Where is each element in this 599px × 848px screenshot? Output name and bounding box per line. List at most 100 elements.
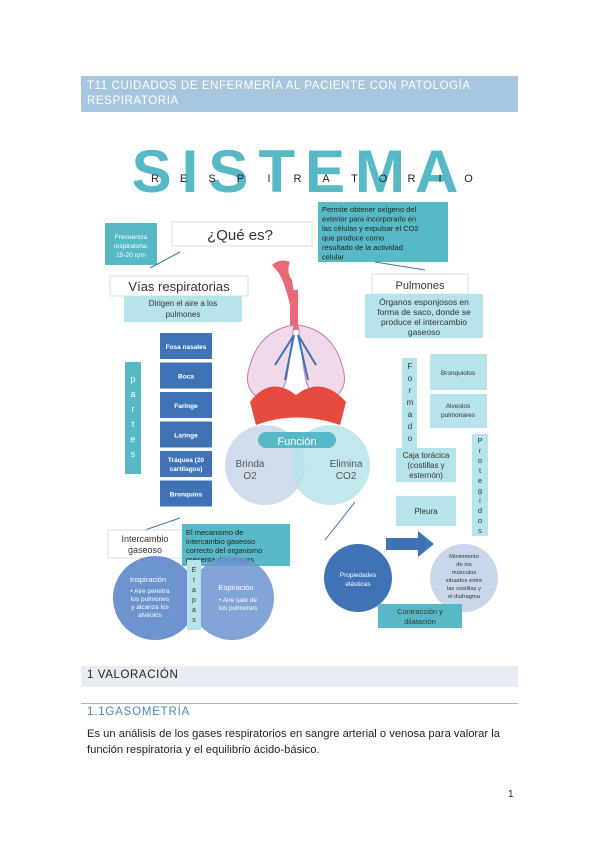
funcion-title: Función	[277, 436, 316, 448]
espiracion-line: • Aire sale de	[219, 597, 257, 604]
subsection-rule	[81, 703, 518, 704]
inspiracion-title: Inspiración	[130, 575, 166, 584]
partes-letter: t	[132, 419, 135, 429]
definition-line: exterior para incorporarlo en	[322, 215, 416, 224]
espiracion-line: los pulmones	[219, 605, 258, 612]
partes-letter: a	[130, 389, 135, 399]
espiracion-circle	[190, 556, 274, 640]
part-box	[160, 480, 212, 507]
part-label: Boca	[178, 374, 194, 381]
intercambio-line1: Intercambio	[121, 534, 168, 544]
paragraph-line1: Es un análisis de los gases respiratorio…	[87, 728, 500, 740]
formado-letter: o	[408, 374, 413, 383]
subtitle-letter: O	[464, 173, 473, 185]
part-box	[160, 451, 212, 477]
pulmones-desc-line: Órganos esponjosos en	[379, 297, 469, 307]
part-label: Laringe	[174, 433, 198, 440]
subtitle-letter: R	[408, 173, 416, 185]
formado-letter: o	[408, 434, 413, 443]
intercambio-line2: gaseoso	[128, 545, 162, 555]
connector-propiedades	[324, 501, 356, 541]
formado-letter: d	[408, 422, 412, 431]
protegidos-letter: e	[478, 476, 482, 485]
inspiracion-line: alvéolos	[138, 612, 163, 619]
etapas-letter: t	[193, 577, 195, 584]
caja-line1: Caja torácica	[403, 451, 450, 460]
definition-line: celular	[322, 253, 345, 262]
etapas-letter: s	[192, 617, 196, 624]
definition-line: las células y expulsar el CO2	[322, 224, 419, 233]
pulmones-desc-line: gaseoso	[408, 327, 440, 337]
mecanismo-line: correcto del organismo	[186, 546, 262, 555]
pulmones-title: Pulmones	[396, 280, 445, 292]
propiedades-line2: elásticas	[345, 581, 371, 588]
movimiento-line: el diafragma	[448, 594, 481, 600]
definition-line: Permite obtener oxígeno del	[322, 205, 417, 214]
etapas-letter: a	[192, 587, 196, 594]
mecanismo-line: El mecanismo de	[186, 528, 244, 537]
frequency-line2: respiratoria:	[114, 243, 149, 250]
inspiracion-line: y alcanza los	[131, 604, 169, 611]
subtitle-letter: A	[322, 173, 330, 185]
definition-line: que produce como	[322, 234, 384, 243]
protegidos-letter: i	[479, 496, 481, 505]
protegidos-letter: s	[478, 526, 482, 535]
part-box	[160, 333, 212, 359]
arrow-icon	[386, 531, 434, 557]
propiedades-line1: Propiedades	[340, 572, 377, 579]
caja-line2: (costillas y	[407, 461, 444, 470]
partes-letter: s	[131, 449, 136, 459]
page-number: 1	[508, 789, 514, 800]
part-label: Bronquios	[170, 492, 203, 499]
subtitle-letter: P	[237, 173, 244, 185]
pulmones-desc-line: produce el intercambio	[381, 317, 467, 327]
movimiento-line: Movimiento	[449, 554, 479, 560]
inspiracion-circle	[113, 556, 197, 640]
elimina-line1: Elimina	[330, 459, 363, 470]
paragraph-line2: función respiratoria y el equilibrio áci…	[87, 744, 320, 756]
protegidos-letter: o	[478, 516, 482, 525]
protegidos-letter: o	[478, 456, 482, 465]
body-paragraph: Es un análisis de los gases respiratorio…	[87, 726, 514, 758]
part-label: Faringe	[174, 403, 198, 410]
etapas-letter: a	[192, 607, 196, 614]
definition-box	[318, 202, 448, 262]
funcion-box	[258, 432, 336, 448]
formado-letter: a	[408, 410, 413, 419]
vias-desc-line1: Dirigen el aire a los	[149, 299, 217, 308]
subsection-heading: 1.1GASOMETRÍA	[87, 706, 191, 718]
chapter-title-line2: RESPIRATORIA	[87, 95, 179, 107]
que-es-box	[171, 221, 313, 247]
subtitle-letter: O	[379, 173, 388, 185]
subtitle-letter: R	[294, 173, 302, 185]
part-label: Tráquea (20	[168, 457, 205, 464]
movimiento-line: las costillas y	[447, 586, 481, 592]
propiedades-circle	[324, 544, 392, 612]
part-box	[160, 392, 212, 418]
alveolos-box	[430, 394, 487, 428]
vias-title: Vías respiratorias	[128, 279, 230, 294]
etapas-box	[187, 560, 201, 630]
pulmones-desc-box	[365, 294, 483, 338]
part-box	[160, 362, 212, 389]
frequency-line1: Frecuencia	[115, 234, 148, 241]
vias-desc-box	[124, 296, 242, 322]
part-label: Fosa nasales	[166, 344, 207, 351]
subtitle-letter: S	[208, 173, 215, 185]
partes-letter: p	[130, 374, 135, 384]
frequency-line3: 15-20 rpm	[116, 252, 146, 259]
part-box	[160, 421, 212, 448]
connector-pulmones	[374, 261, 426, 271]
lungs-illustration	[247, 260, 346, 425]
protegidos-letter: g	[478, 486, 482, 495]
